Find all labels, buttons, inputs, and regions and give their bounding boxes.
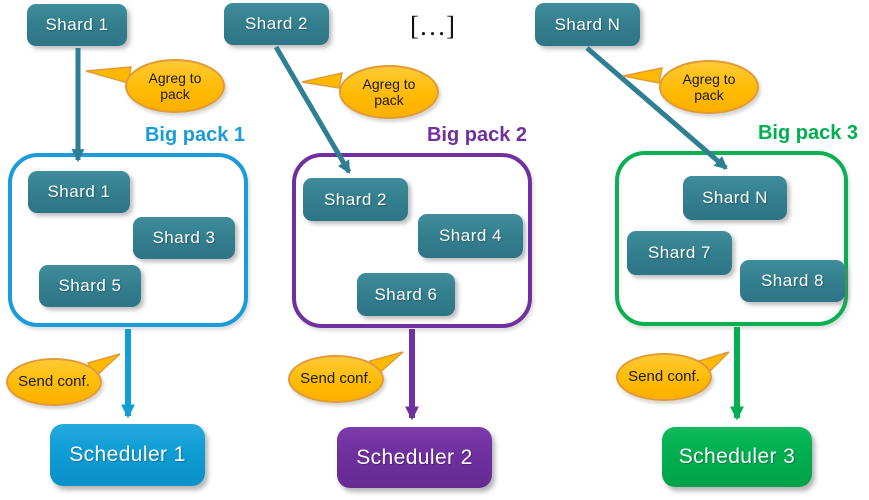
scheduler-2-box: Scheduler 2 — [337, 427, 492, 488]
pack1-shard-1: Shard 1 — [28, 171, 130, 213]
pack3-shard-n: Shard N — [683, 176, 787, 220]
agreg-bubble-1: Agreg to pack — [125, 59, 225, 113]
big-pack-1-label: Big pack 1 — [144, 124, 246, 146]
agreg-bubble-2-tail — [301, 72, 343, 89]
source-shard-2: Shard 2 — [224, 3, 329, 45]
big-pack-2-label: Big pack 2 — [426, 124, 528, 146]
big-pack-3-label: Big pack 3 — [757, 122, 859, 144]
pack3-shard-8: Shard 8 — [740, 260, 845, 302]
agreg-bubble-3-tail — [622, 67, 663, 84]
pack2-shard-2: Shard 2 — [303, 178, 408, 221]
agreg-bubble-2: Agreg to pack — [339, 65, 439, 119]
ellipsis-label: […] — [410, 11, 455, 41]
send-bubble-1: Send conf. — [6, 358, 102, 406]
source-shard-1: Shard 1 — [27, 4, 127, 46]
agreg-bubble-1-tail — [85, 66, 132, 84]
scheduler-1-box: Scheduler 1 — [50, 424, 205, 486]
pack3-shard-7: Shard 7 — [627, 231, 732, 275]
source-shard-n: Shard N — [535, 3, 640, 46]
scheduler-3-box: Scheduler 3 — [662, 427, 812, 487]
pack2-shard-4: Shard 4 — [418, 214, 523, 258]
pack2-shard-6: Shard 6 — [357, 273, 455, 316]
pack1-shard-3: Shard 3 — [133, 217, 235, 259]
agreg-bubble-3: Agreg to pack — [659, 60, 759, 114]
send-bubble-2: Send conf. — [288, 355, 384, 403]
pack1-shard-5: Shard 5 — [39, 265, 141, 307]
send-bubble-3: Send conf. — [616, 353, 712, 401]
